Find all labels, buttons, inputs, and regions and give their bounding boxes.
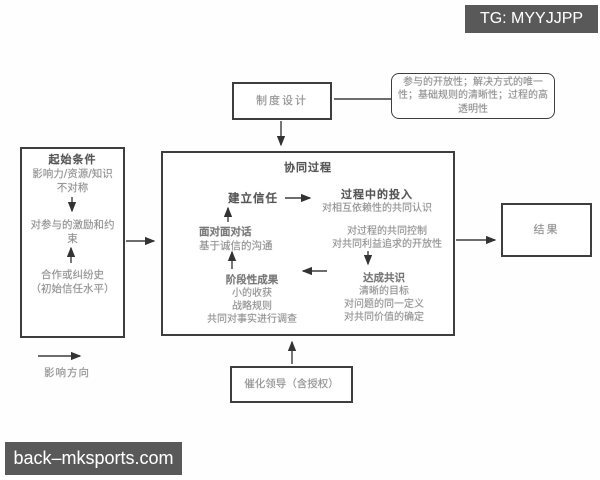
tg-watermark-badge: TG: MYYJJPP [465, 5, 598, 33]
outcomes-title: 阶段性成果 [225, 274, 279, 286]
consensus-sub: 清晰的目标 对问题的同一定义 对共同价值的确定 [344, 286, 424, 324]
shared-control-text: 对过程的共同控制 对共同利益追求的开放性 [332, 226, 442, 251]
starting-conditions-title: 起始条件 [48, 153, 97, 166]
intermediate-outcomes-block: 阶段性成果 小的收获 战略规则 共同对事实进行调查 [195, 272, 309, 327]
commitment-sub: 对相互依赖性的共同认识 [322, 203, 432, 214]
asymmetry-text: 影响力/资源/知识 不对称 [32, 168, 113, 195]
site-watermark-badge: back–mksports.com [5, 442, 182, 475]
commitment-block: 过程中的投入 对相互依赖性的共同认识 [313, 186, 441, 215]
tg-watermark-text: TG: MYYJJPP [479, 10, 584, 27]
collaboration-process-box: 协同过程 建立信任 过程中的投入 对相互依赖性的共同认识 面对面对话 基于诚信的… [161, 151, 455, 336]
legend-label: 影响方向 [44, 367, 90, 379]
history-text: 合作或纠纷史 （初始信任水平） [30, 269, 115, 296]
design-note-text: 参与的开放性；解决方式的唯一性；基础规则的清晰性；过程的高透明性 [398, 77, 548, 115]
institutional-design-box: 制度设计 [232, 82, 332, 120]
incentives-text: 对参与的激励和约 束 [30, 219, 115, 246]
build-trust-label: 建立信任 [228, 191, 278, 205]
commitment-title: 过程中的投入 [341, 188, 413, 201]
process-title: 协同过程 [284, 161, 332, 174]
design-note-box: 参与的开放性；解决方式的唯一性；基础规则的清晰性；过程的高透明性 [391, 73, 555, 119]
result-label: 结果 [533, 222, 560, 236]
dialogue-sub: 基于诚信的沟通 [199, 240, 273, 253]
leadership-box: 催化领导（含授权） [230, 366, 353, 403]
starting-conditions-box: 起始条件 影响力/资源/知识 不对称 对参与的激励和约 束 合作或纠纷史 （初始… [20, 147, 125, 338]
leadership-label: 催化领导（含授权） [244, 378, 339, 391]
site-watermark-text: back–mksports.com [13, 448, 174, 468]
dialogue-block: 面对面对话 基于诚信的沟通 [199, 225, 309, 253]
consensus-block: 达成共识 清晰的目标 对问题的同一定义 对共同价值的确定 [324, 270, 444, 325]
institutional-design-label: 制度设计 [256, 93, 308, 107]
dialogue-title: 面对面对话 [199, 226, 252, 238]
outcomes-sub: 小的收获 战略规则 共同对事实进行调查 [207, 288, 297, 326]
result-box: 结果 [501, 203, 592, 257]
consensus-title: 达成共识 [363, 272, 405, 284]
